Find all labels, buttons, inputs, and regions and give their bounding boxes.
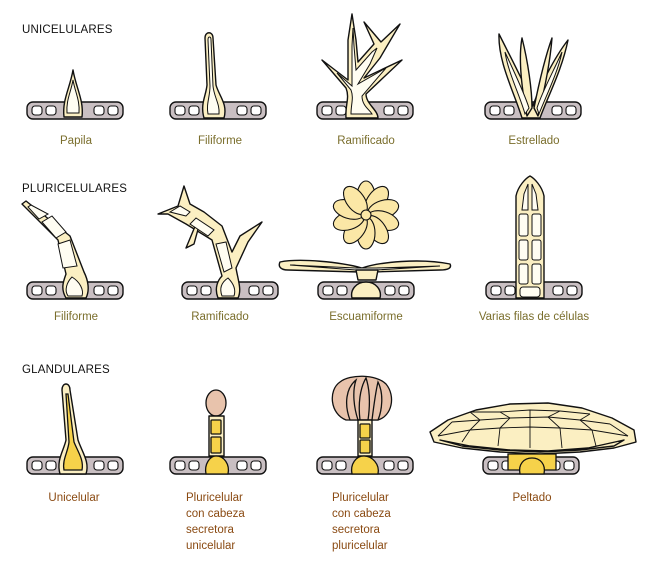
label-varias-filas: Varias filas de células [479, 311, 590, 323]
scale-top-view [332, 180, 400, 250]
gland-unicelular [26, 383, 124, 475]
label-gland-2-line3: secretora [186, 524, 235, 536]
label-gland-2-line2: con cabeza [186, 508, 245, 520]
hair-filiforme-unicellular [169, 32, 267, 120]
label-ramificado-2: Ramificado [191, 311, 249, 323]
label-ramificado-1: Ramificado [337, 135, 395, 147]
hair-ramificado-unicellular [316, 13, 414, 120]
hair-ramificado-multicellular [157, 185, 279, 300]
hair-papila [26, 69, 124, 120]
section-title-glandulares: GLANDULARES [22, 364, 110, 376]
gland-head-multicellular [316, 375, 414, 475]
section-title-unicelulares: UNICELULARES [22, 24, 113, 36]
label-filiforme-2: Filiforme [54, 311, 98, 323]
label-gland-2-line4: unicelular [186, 540, 235, 552]
label-escuamiforme: Escuamiforme [329, 311, 403, 323]
section-title-pluricelulares: PLURICELULARES [22, 183, 127, 195]
label-filiforme-1: Filiforme [198, 135, 242, 147]
hair-multiseriate [485, 175, 583, 300]
hair-estrellado [484, 33, 582, 120]
label-gland-3-line3: secretora [332, 524, 381, 536]
label-peltado: Peltado [512, 492, 551, 504]
label-gland-3-line4: pluricelular [332, 540, 388, 552]
gland-head-unicellular [169, 389, 267, 475]
label-estrellado: Estrellado [508, 135, 559, 147]
label-gland-2-line1: Pluricelular [186, 492, 243, 504]
label-papila: Papila [60, 135, 93, 147]
label-gland-3-line2: con cabeza [332, 508, 391, 520]
label-gland-3-line1: Pluricelular [332, 492, 389, 504]
hair-filiforme-multicellular [21, 200, 124, 300]
hair-escuamiforme [278, 180, 452, 300]
gland-peltado [429, 402, 637, 475]
label-unicelular: Unicelular [48, 492, 99, 504]
